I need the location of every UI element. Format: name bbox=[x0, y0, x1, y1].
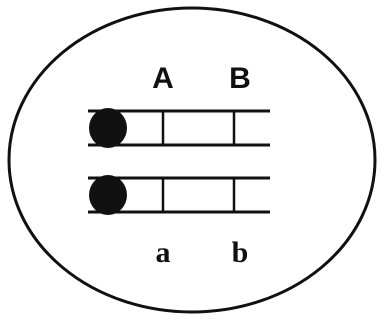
upper-centromere bbox=[89, 108, 127, 148]
label-upper-b: B bbox=[229, 62, 251, 95]
label-lower-a: a bbox=[156, 236, 171, 269]
lower-chromosome bbox=[88, 175, 270, 215]
upper-chromosome bbox=[88, 108, 270, 148]
lower-centromere bbox=[89, 175, 127, 215]
label-upper-a: A bbox=[152, 62, 174, 95]
label-lower-b: b bbox=[232, 236, 249, 269]
cell-outline bbox=[7, 6, 377, 314]
